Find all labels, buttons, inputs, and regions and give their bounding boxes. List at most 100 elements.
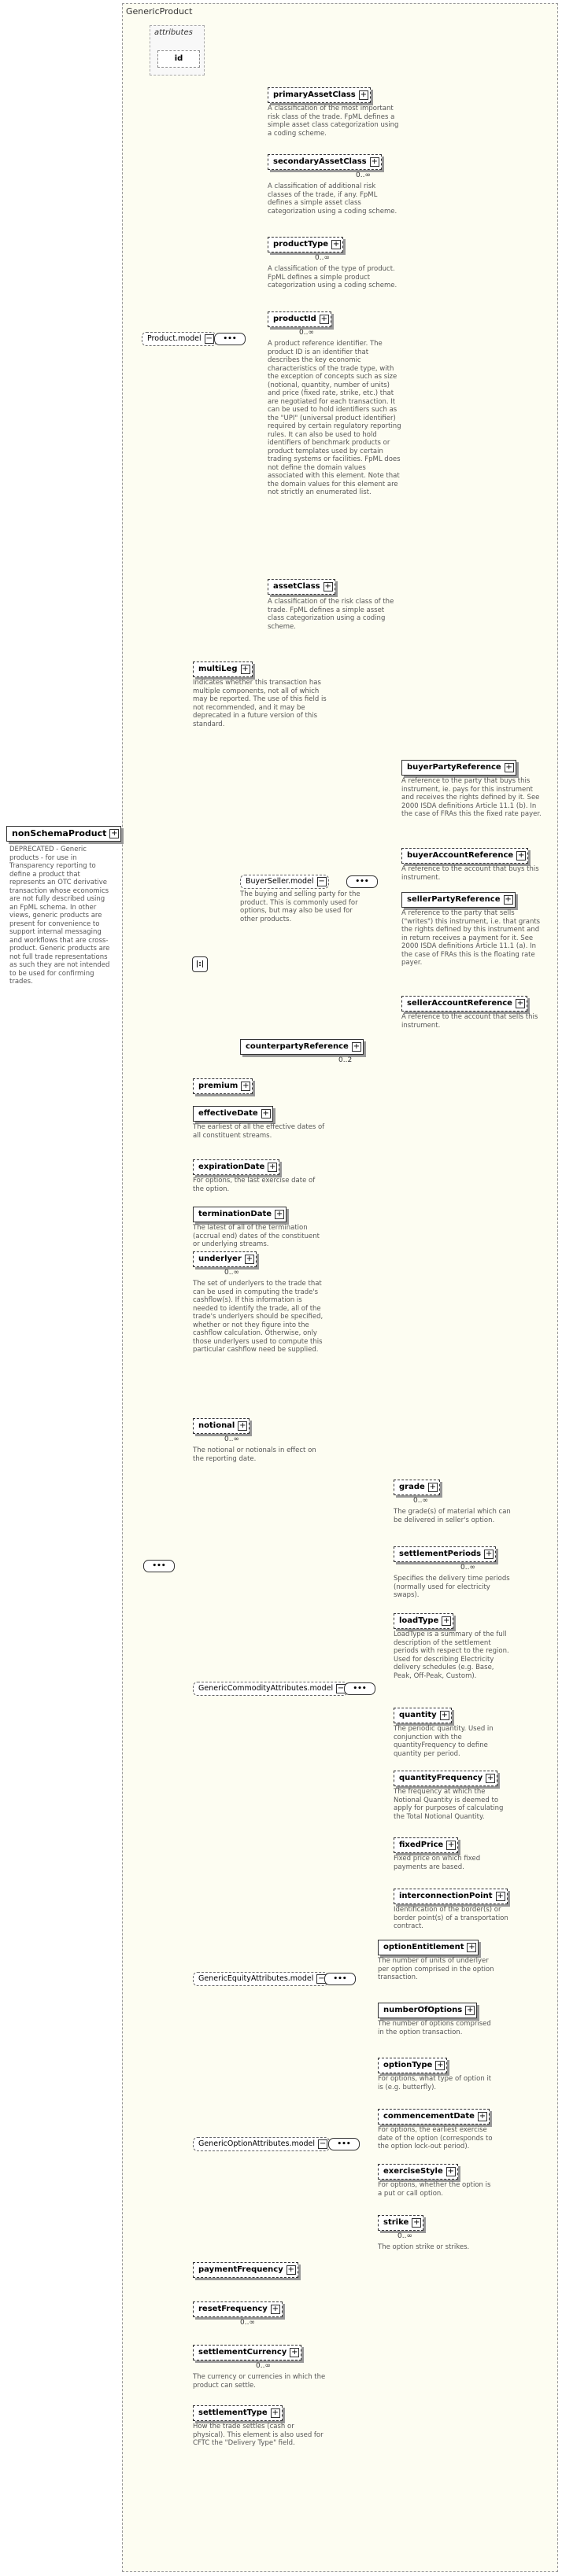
root-description: DEPRECATED - Generic products - for use … bbox=[9, 846, 110, 986]
product-model-label: Product.model bbox=[147, 334, 202, 343]
expand-icon[interactable]: + bbox=[244, 1255, 254, 1264]
element-label: underlyer bbox=[198, 1255, 242, 1263]
cardinality: 0..∞ bbox=[224, 1435, 239, 1443]
element-optionType[interactable]: optionType+ bbox=[378, 2058, 448, 2073]
element-quantityFrequency[interactable]: quantityFrequency+ bbox=[394, 1771, 498, 1786]
expand-icon[interactable]: + bbox=[261, 1109, 271, 1118]
buyerseller-model-group[interactable]: BuyerSeller.model − bbox=[240, 875, 329, 889]
expand-icon[interactable]: + bbox=[516, 851, 527, 861]
element-loadType[interactable]: loadType+ bbox=[394, 1613, 454, 1629]
element-label: secondaryAssetClass bbox=[273, 157, 367, 166]
expand-icon[interactable]: + bbox=[369, 157, 379, 167]
element-terminationDate[interactable]: terminationDate+ bbox=[193, 1207, 287, 1222]
expand-icon[interactable]: + bbox=[268, 1163, 278, 1172]
expand-icon[interactable]: + bbox=[446, 2167, 456, 2176]
element-secondaryAssetClass[interactable]: secondaryAssetClass+ bbox=[268, 154, 382, 170]
element-underlyer[interactable]: underlyer+ bbox=[193, 1251, 257, 1267]
element-settlementPeriods[interactable]: settlementPeriods+ bbox=[394, 1546, 497, 1562]
expand-icon[interactable]: + bbox=[465, 2006, 475, 2015]
element-label: exerciseStyle bbox=[383, 2167, 443, 2176]
expand-icon[interactable]: + bbox=[270, 2305, 280, 2314]
element-label: fixedPrice bbox=[399, 1841, 444, 1849]
element-effectiveDate[interactable]: effectiveDate+ bbox=[193, 1106, 273, 1122]
expand-icon[interactable]: + bbox=[319, 315, 329, 324]
expand-icon[interactable]: + bbox=[486, 1774, 496, 1783]
expand-icon[interactable]: + bbox=[515, 999, 525, 1008]
element-exerciseStyle[interactable]: exerciseStyle+ bbox=[378, 2164, 458, 2180]
main-sequence-icon: ••• bbox=[143, 1560, 175, 1572]
element-label: commencementDate bbox=[383, 2112, 475, 2121]
element-description: For options, what type of option it is (… bbox=[378, 2075, 492, 2091]
group-label: GenericEquityAttributes.model bbox=[198, 1974, 314, 1983]
buyerseller-model-label: BuyerSeller.model bbox=[246, 877, 314, 886]
element-paymentFrequency[interactable]: paymentFrequency+ bbox=[193, 2262, 298, 2278]
element-quantity[interactable]: quantity+ bbox=[394, 1708, 452, 1723]
group-description: The buying and selling party for the pro… bbox=[240, 890, 360, 923]
product-model-group[interactable]: Product.model − bbox=[142, 332, 216, 346]
element-premium[interactable]: premium+ bbox=[193, 1078, 253, 1094]
expand-icon[interactable]: + bbox=[427, 1483, 438, 1492]
cardinality: 0..∞ bbox=[256, 2362, 271, 2370]
expand-icon[interactable]: + bbox=[412, 2218, 422, 2228]
expand-icon[interactable]: + bbox=[358, 90, 368, 100]
element-buyerAccountReference[interactable]: buyerAccountReference+ bbox=[401, 848, 529, 864]
element-label: primaryAssetClass bbox=[273, 90, 356, 99]
expand-icon[interactable]: + bbox=[504, 763, 514, 772]
generic-option-attributes-group[interactable]: GenericOptionAttributes.model − bbox=[193, 2137, 331, 2151]
element-sellerAccountReference[interactable]: sellerAccountReference+ bbox=[401, 996, 527, 1012]
expand-icon[interactable]: + bbox=[270, 2408, 280, 2418]
expand-icon[interactable]: + bbox=[351, 1042, 361, 1052]
expand-icon[interactable]: + bbox=[477, 2112, 487, 2121]
expand-icon[interactable]: + bbox=[442, 1616, 452, 1626]
element-productId[interactable]: productId+ bbox=[268, 311, 331, 327]
element-interconnectionPoint[interactable]: interconnectionPoint+ bbox=[394, 1889, 508, 1904]
expand-icon[interactable]: + bbox=[484, 1550, 494, 1559]
element-resetFrequency[interactable]: resetFrequency+ bbox=[193, 2301, 283, 2317]
collapse-icon[interactable]: − bbox=[316, 877, 327, 886]
expand-icon[interactable]: + bbox=[503, 895, 513, 905]
element-sellerPartyReference[interactable]: sellerPartyReference+ bbox=[401, 892, 516, 908]
element-productType[interactable]: productType+ bbox=[268, 237, 344, 252]
expand-icon[interactable]: + bbox=[435, 2061, 446, 2070]
element-label: expirationDate bbox=[198, 1163, 265, 1171]
element-settlementType[interactable]: settlementType+ bbox=[193, 2405, 283, 2421]
expand-icon[interactable]: + bbox=[275, 1210, 285, 1219]
element-settlementCurrency[interactable]: settlementCurrency+ bbox=[193, 2345, 302, 2360]
group-label: GenericCommodityAttributes.model bbox=[198, 1684, 334, 1693]
attribute-id[interactable]: id bbox=[157, 50, 200, 68]
element-counterpartyReference[interactable]: counterpartyReference+ bbox=[240, 1039, 364, 1055]
element-notional[interactable]: notional+ bbox=[193, 1418, 250, 1434]
expand-icon[interactable]: + bbox=[109, 829, 120, 838]
root-element[interactable]: nonSchemaProduct + bbox=[6, 826, 122, 842]
expand-icon[interactable]: + bbox=[323, 582, 333, 591]
element-label: notional bbox=[198, 1421, 235, 1430]
element-optionEntitlement[interactable]: optionEntitlement+ bbox=[378, 1940, 479, 1955]
element-buyerPartyReference[interactable]: buyerPartyReference+ bbox=[401, 760, 516, 776]
element-expirationDate[interactable]: expirationDate+ bbox=[193, 1159, 280, 1175]
expand-icon[interactable]: + bbox=[240, 665, 250, 674]
element-label: buyerPartyReference bbox=[407, 763, 501, 772]
expand-icon[interactable]: + bbox=[331, 240, 342, 249]
element-commencementDate[interactable]: commencementDate+ bbox=[378, 2109, 490, 2125]
expand-icon[interactable]: + bbox=[495, 1892, 505, 1901]
element-multiLeg[interactable]: multiLeg+ bbox=[193, 662, 253, 677]
element-assetClass[interactable]: assetClass+ bbox=[268, 579, 335, 595]
element-grade[interactable]: grade+ bbox=[394, 1480, 440, 1495]
collapse-icon[interactable]: − bbox=[318, 2139, 328, 2149]
expand-icon[interactable]: + bbox=[286, 2265, 296, 2275]
expand-icon[interactable]: + bbox=[467, 1943, 477, 1952]
expand-icon[interactable]: + bbox=[439, 1711, 449, 1720]
collapse-icon[interactable]: − bbox=[204, 334, 214, 344]
element-strike[interactable]: strike+ bbox=[378, 2215, 424, 2231]
expand-icon[interactable]: + bbox=[446, 1841, 457, 1850]
element-description: The grade(s) of material which can be de… bbox=[394, 1508, 511, 1524]
generic-commodity-attributes-group[interactable]: GenericCommodityAttributes.model − bbox=[193, 1682, 349, 1696]
expand-icon[interactable]: + bbox=[238, 1421, 248, 1431]
element-numberOfOptions[interactable]: numberOfOptions+ bbox=[378, 2003, 478, 2018]
element-label: settlementType bbox=[198, 2408, 268, 2417]
element-primaryAssetClass[interactable]: primaryAssetClass+ bbox=[268, 87, 371, 103]
generic-equity-attributes-group[interactable]: GenericEquityAttributes.model − bbox=[193, 1972, 329, 1986]
expand-icon[interactable]: + bbox=[290, 2348, 300, 2357]
expand-icon[interactable]: + bbox=[241, 1082, 251, 1091]
element-fixedPrice[interactable]: fixedPrice+ bbox=[394, 1837, 459, 1853]
